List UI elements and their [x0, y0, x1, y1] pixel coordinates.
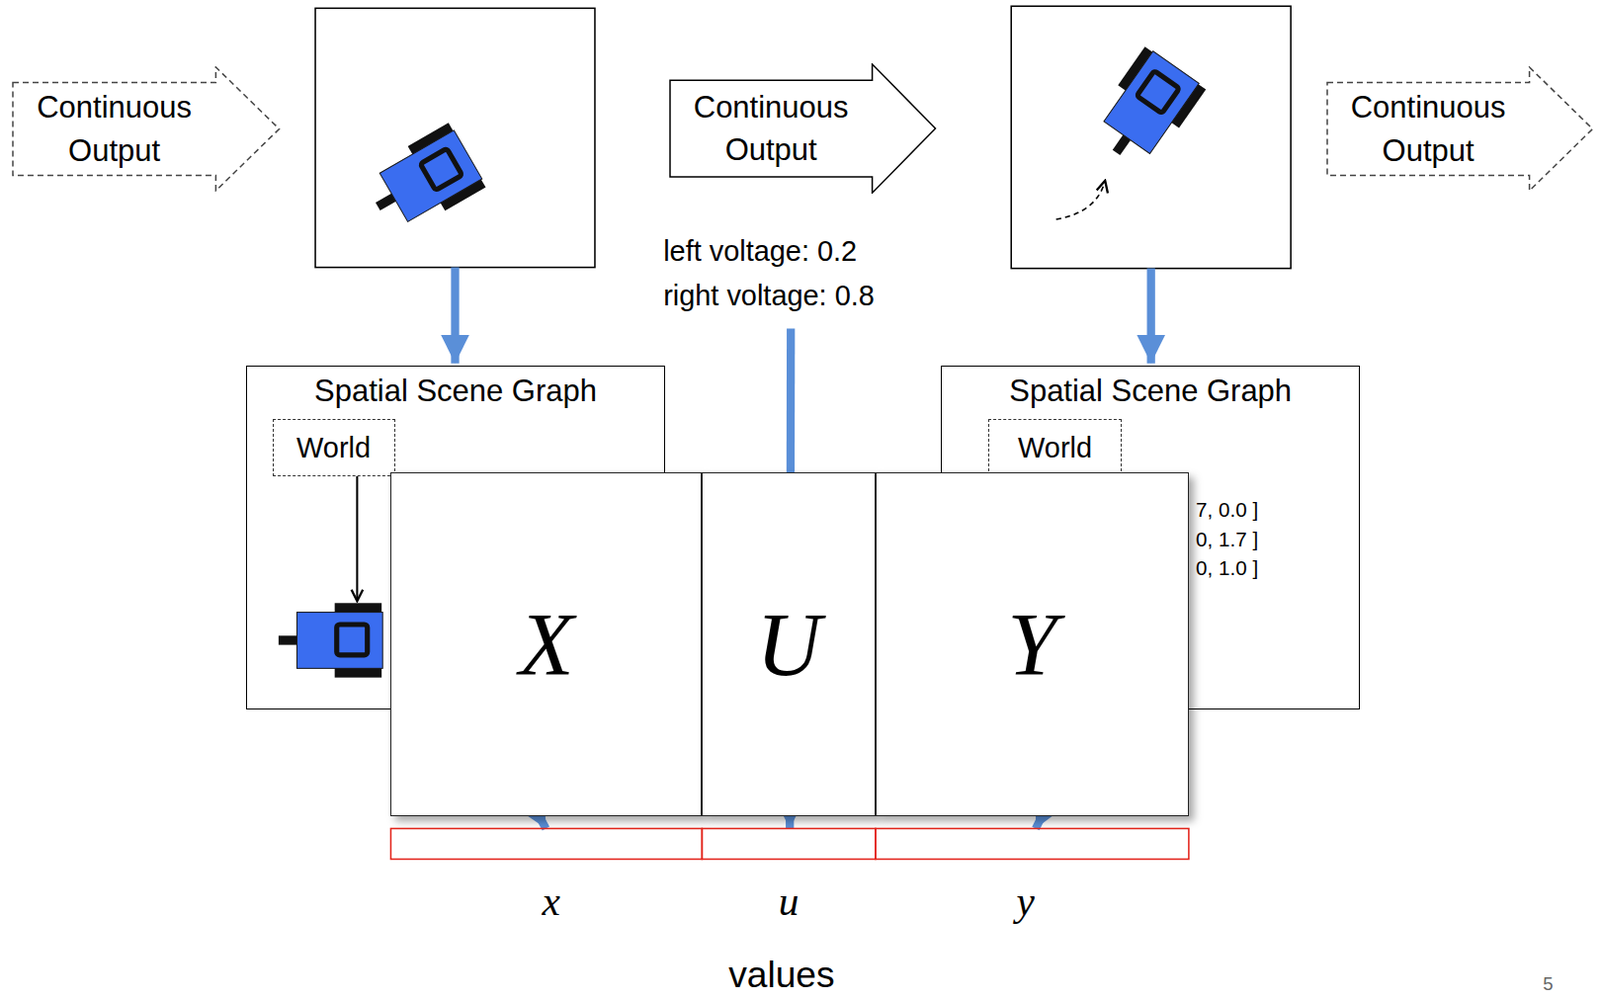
arrow-body: Continuous Output	[11, 83, 216, 176]
variable-symbol: X	[518, 590, 575, 699]
voltage-label-slot: right voltage: 0.8	[663, 280, 875, 313]
value-cell	[875, 828, 1189, 859]
matrix-row: 0, 1.0 ]	[1195, 556, 1259, 580]
matrix-row-slot: 7, 0.0 ]	[1195, 499, 1259, 522]
world-node: World	[272, 419, 396, 477]
node-label: World	[1017, 430, 1093, 466]
arrow-outline	[1326, 66, 1595, 192]
value-cell	[390, 828, 702, 859]
arrow-label: Continuous Output	[1326, 85, 1530, 172]
matrix-row: 0, 1.7 ]	[1195, 527, 1259, 551]
block-arrow: Continuous Output	[669, 63, 937, 194]
node-label: World	[296, 430, 371, 466]
arrow-label: Continuous Output	[11, 85, 216, 172]
variable-box: U	[701, 472, 876, 817]
panel-title: Spatial Scene Graph	[314, 372, 597, 410]
value-name: u	[778, 878, 800, 925]
robot-icon	[1086, 45, 1207, 174]
variable-box: Y	[875, 472, 1189, 817]
arrow-shape	[1327, 67, 1594, 191]
flow-arrow	[450, 267, 459, 364]
value-cell	[701, 828, 876, 859]
value-name-slot: u	[727, 879, 850, 925]
arrow-shape	[670, 64, 936, 193]
robot-icon	[278, 602, 383, 677]
scene-frame	[1010, 5, 1291, 268]
value-name-slot: y	[964, 879, 1088, 925]
axis-caption: values	[728, 953, 835, 996]
motion-path	[1056, 180, 1106, 220]
panel-title: Spatial Scene Graph	[1009, 372, 1292, 410]
arrow-body: Continuous Output	[1326, 83, 1530, 176]
matrix-row: 7, 0.0 ]	[1195, 498, 1259, 521]
block-arrow: Continuous Output	[1326, 66, 1595, 192]
variable-symbol: U	[756, 590, 822, 699]
arrow-label: Continuous Output	[669, 85, 873, 172]
scene-frame	[315, 7, 595, 267]
arrow-shape	[12, 67, 280, 191]
arrow-outline	[11, 66, 281, 192]
value-name: x	[541, 878, 560, 925]
arrow-outline	[669, 63, 937, 194]
page-number: 5	[1542, 973, 1553, 995]
matrix-row-slot: 0, 1.0 ]	[1195, 557, 1259, 581]
arrow-body: Continuous Output	[669, 80, 873, 177]
page-number-slot: 5	[1542, 974, 1553, 995]
robot-icon	[358, 122, 487, 240]
scene-link	[355, 475, 358, 601]
axis-caption-slot: values	[659, 954, 905, 996]
flow-arrow	[1147, 268, 1156, 364]
world-node: World	[988, 419, 1121, 477]
value-name: y	[1016, 878, 1035, 925]
matrix-row-slot: 0, 1.7 ]	[1195, 528, 1259, 552]
variable-box: X	[390, 472, 702, 817]
voltage-label: right voltage: 0.8	[663, 279, 875, 312]
voltage-label: left voltage: 0.2	[663, 235, 857, 267]
block-arrow: Continuous Output	[11, 66, 281, 192]
variable-symbol: Y	[1007, 590, 1058, 699]
value-name-slot: x	[490, 879, 613, 925]
voltage-label-slot: left voltage: 0.2	[663, 236, 857, 268]
